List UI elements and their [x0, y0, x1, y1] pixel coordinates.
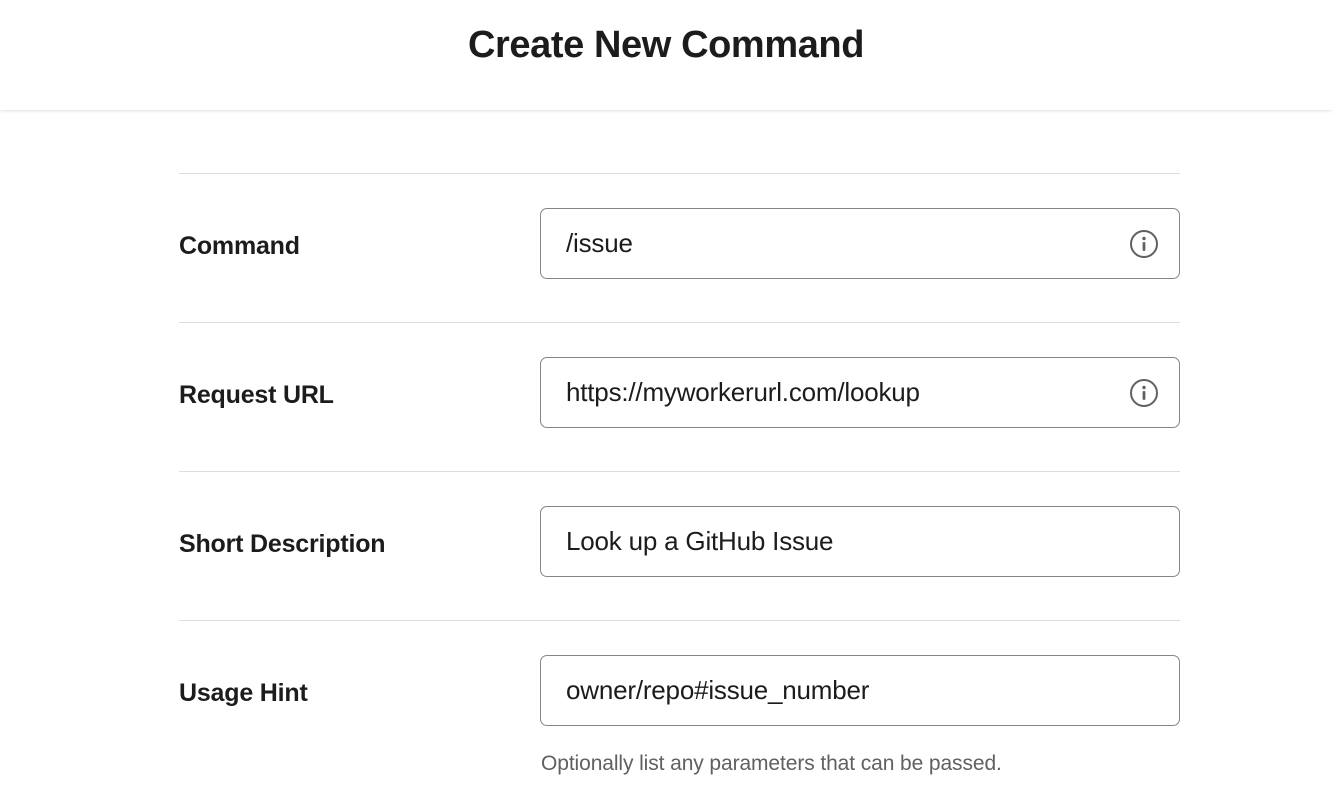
label-request-url: Request URL	[179, 381, 334, 409]
form-row-command: Command /issue	[179, 174, 1180, 322]
page-title: Create New Command	[467, 24, 865, 66]
form-divider-1	[179, 322, 1180, 323]
usage-hint-helper-text: Optionally list any parameters that can …	[541, 752, 1002, 775]
form-row-request-url: Request URL https://myworkerurl.com/look…	[179, 323, 1180, 471]
short-description-input-value: Look up a GitHub Issue	[566, 526, 834, 556]
page-header: Create New Command	[0, 0, 1332, 110]
form-divider-2	[179, 471, 1180, 472]
info-icon[interactable]	[1129, 229, 1159, 259]
info-icon[interactable]	[1129, 378, 1159, 408]
form-divider-top	[179, 173, 1180, 174]
field-usage-hint: owner/repo#issue_number Optionally list …	[540, 621, 1180, 776]
field-request-url: https://myworkerurl.com/lookup	[540, 323, 1180, 428]
form-divider-3	[179, 620, 1180, 621]
label-command: Command	[179, 232, 300, 260]
command-input-value: /issue	[566, 228, 633, 258]
request-url-input-value: https://myworkerurl.com/lookup	[566, 377, 920, 407]
field-command: /issue	[540, 174, 1180, 279]
form-row-usage-hint: Usage Hint owner/repo#issue_number Optio…	[179, 621, 1180, 811]
usage-hint-input[interactable]: owner/repo#issue_number	[540, 655, 1180, 726]
short-description-input[interactable]: Look up a GitHub Issue	[540, 506, 1180, 577]
usage-hint-input-value: owner/repo#issue_number	[566, 675, 870, 705]
label-short-description: Short Description	[179, 530, 386, 558]
request-url-input[interactable]: https://myworkerurl.com/lookup	[540, 357, 1180, 428]
field-short-description: Look up a GitHub Issue	[540, 472, 1180, 577]
form-area: Command /issue Request URL	[0, 110, 1332, 810]
label-usage-hint: Usage Hint	[179, 679, 308, 707]
command-input[interactable]: /issue	[540, 208, 1180, 279]
command-form: Command /issue Request URL	[179, 173, 1180, 811]
form-row-short-description: Short Description Look up a GitHub Issue	[179, 472, 1180, 620]
